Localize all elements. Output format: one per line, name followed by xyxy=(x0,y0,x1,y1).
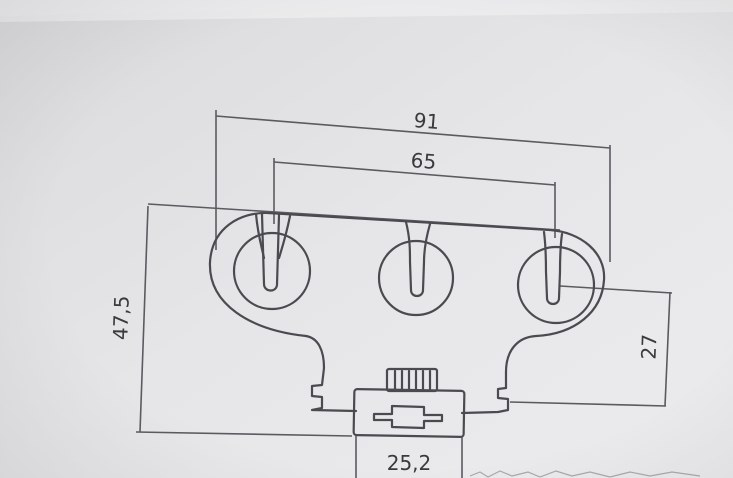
ribbed-knob xyxy=(385,367,439,393)
dimension-47-5-label: 47,5 xyxy=(108,295,134,340)
dimension-27-label: 27 xyxy=(637,334,662,360)
dimension-91-label: 91 xyxy=(413,108,440,134)
dimension-65-label: 65 xyxy=(410,148,437,174)
dimension-27 xyxy=(509,285,673,407)
right-pin-holder xyxy=(516,230,596,325)
dimension-91 xyxy=(215,110,611,262)
middle-pin-holder xyxy=(377,220,455,317)
dimension-25-2-label: 25,2 xyxy=(387,451,432,475)
left-foot xyxy=(304,334,358,413)
holder-outline xyxy=(208,211,606,390)
left-pin-holder xyxy=(232,212,312,311)
dimension-25-2 xyxy=(355,436,463,478)
scribble-mark xyxy=(469,470,701,478)
right-foot xyxy=(460,386,510,415)
